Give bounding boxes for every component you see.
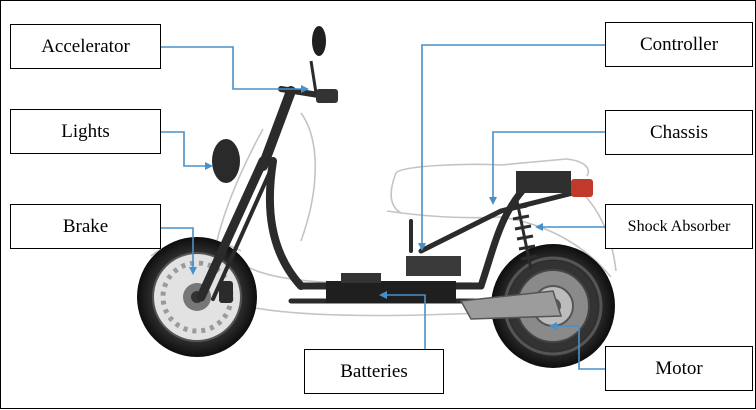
label-lights: Lights [10, 109, 161, 154]
leader-motor [549, 322, 605, 370]
leader-brake [161, 227, 197, 275]
label-controller: Controller [605, 22, 753, 67]
leader-batteries [379, 291, 426, 349]
leader-chassis [489, 131, 605, 205]
taillight [571, 179, 593, 197]
shock-absorber-spring [510, 195, 538, 270]
label-batteries: Batteries [304, 349, 444, 394]
leader-lights [161, 131, 213, 170]
controller-unit [406, 256, 461, 276]
label-brake: Brake [10, 204, 161, 249]
label-motor: Motor [605, 346, 753, 391]
label-accelerator: Accelerator [10, 24, 161, 69]
headlight [212, 139, 240, 183]
leader-lines [161, 44, 605, 370]
battery-pack [326, 281, 456, 303]
leader-controller [418, 44, 605, 251]
handlebar-assembly [278, 26, 338, 103]
swing-arm [459, 290, 563, 320]
label-shock-absorber: Shock Absorber [605, 204, 753, 249]
leader-accelerator [161, 46, 309, 93]
label-chassis: Chassis [605, 110, 753, 155]
